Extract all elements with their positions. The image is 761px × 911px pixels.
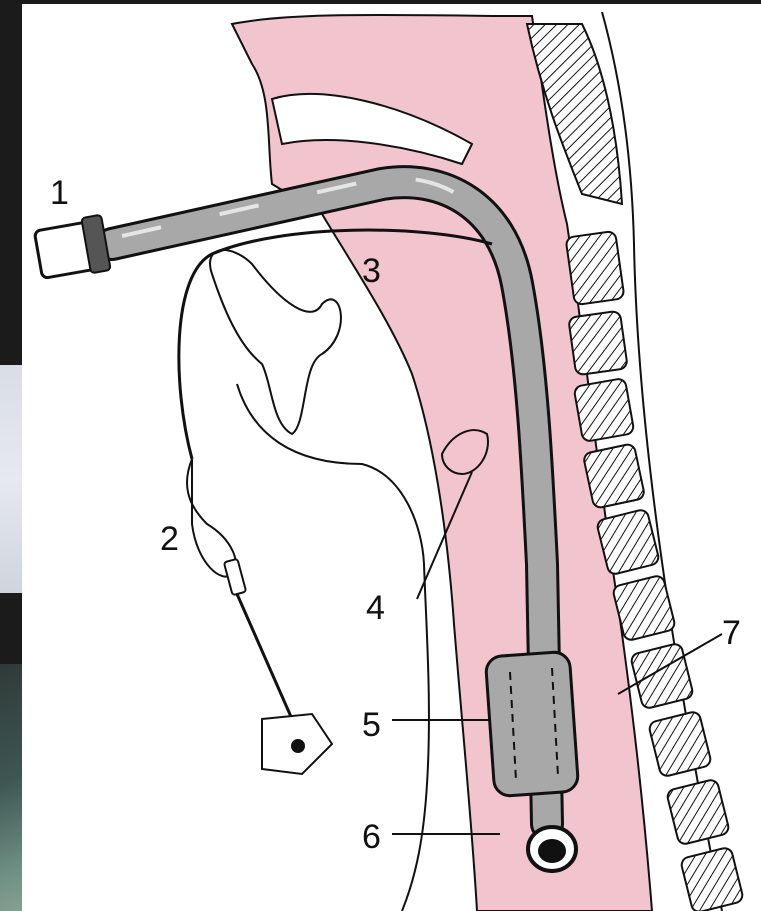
label-5: 5 bbox=[362, 706, 381, 744]
tube-tip-lumen bbox=[538, 839, 566, 863]
neck-anterior-outline bbox=[237, 384, 429, 911]
label-7: 7 bbox=[722, 614, 741, 652]
label-1: 1 bbox=[50, 174, 69, 212]
diagram-svg: 1 2 3 4 5 6 7 bbox=[22, 4, 761, 911]
pilot-balloon bbox=[187, 459, 236, 577]
label-6: 6 bbox=[362, 818, 381, 856]
label-3: 3 bbox=[362, 252, 381, 290]
pilot-stem bbox=[237, 594, 292, 719]
tongue bbox=[210, 250, 341, 434]
label-4: 4 bbox=[366, 589, 385, 627]
pilot-valve bbox=[224, 559, 246, 595]
intubation-diagram: 1 2 3 4 5 6 7 bbox=[22, 4, 761, 911]
label-2: 2 bbox=[160, 520, 179, 558]
tube-cuff bbox=[485, 651, 579, 797]
